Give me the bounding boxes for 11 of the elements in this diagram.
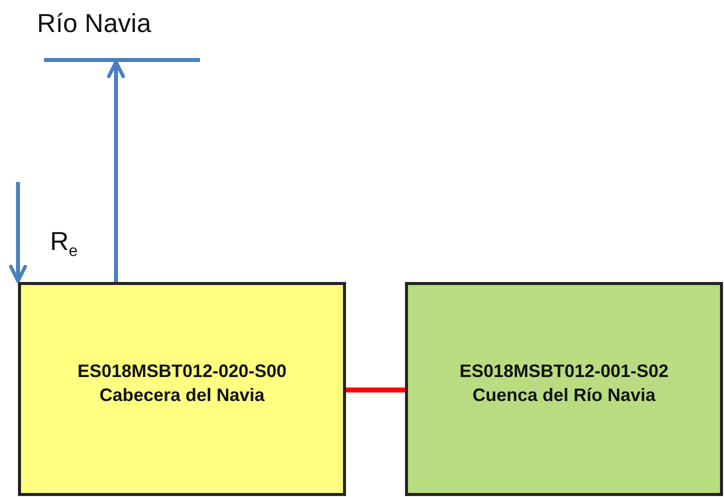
box-label: ES018MSBT012-020-S00 — [77, 360, 287, 383]
arrow — [107, 60, 125, 282]
box-label: Cuenca del Río Navia — [472, 384, 656, 407]
process-box — [405, 282, 723, 496]
river-label: Río Navia — [37, 8, 152, 39]
process-box — [18, 282, 346, 496]
box-label: ES018MSBT012-001-S02 — [459, 360, 669, 383]
box-label: Cabecera del Navia — [99, 384, 265, 407]
connector-line — [346, 388, 405, 392]
edge-label: R$_{e}$ — [50, 226, 78, 262]
arrow — [9, 182, 27, 283]
